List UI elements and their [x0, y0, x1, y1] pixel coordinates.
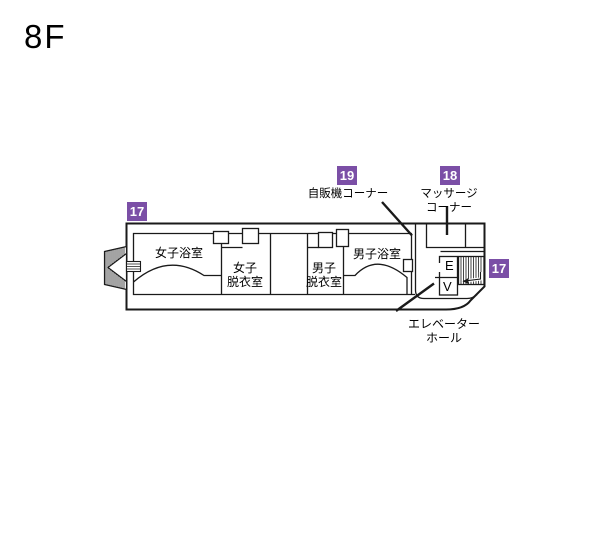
building-outline — [125, 222, 486, 311]
stairs-exterior — [103, 245, 142, 291]
mens-dressing-label-line2: 脱衣室 — [305, 275, 343, 290]
map-number-badge-19: 19 — [337, 166, 357, 185]
massage-corner-label-line1: マッサージ — [420, 188, 478, 200]
duct-box — [402, 258, 414, 273]
elevator-hall-label: エレベーター ホール — [408, 317, 480, 345]
duct-box — [317, 231, 334, 249]
womens-bath-label: 女子浴室 — [154, 246, 204, 260]
map-number-badge-18: 18 — [440, 166, 460, 185]
stairs-direction-arrow — [465, 272, 482, 282]
womens-bath-curve — [133, 264, 222, 283]
inner-walls — [132, 232, 415, 296]
floor-title: 8F — [24, 18, 67, 55]
mens-dressing-label-line1: 男子 — [311, 261, 337, 275]
womens-dressing-label-line2: 脱衣室 — [226, 275, 264, 290]
mens-dressing-label: 男子 脱衣室 — [306, 261, 342, 289]
elevator-door-gap — [438, 263, 441, 272]
womens-dressing-label-line1: 女子 — [232, 261, 258, 275]
elevator-letter-e: E — [445, 258, 454, 273]
stairs-interior — [457, 255, 485, 286]
elevator-hall-label-line1: エレベーター — [407, 317, 481, 331]
elevator-shaft — [438, 255, 459, 296]
elevator-letter-v: V — [443, 279, 452, 294]
duct-box — [212, 230, 230, 245]
map-number-badge-17-right: 17 — [489, 259, 509, 278]
duct-box — [241, 227, 260, 245]
duct-box — [335, 228, 350, 248]
elevator-hall-wall — [414, 223, 478, 300]
massage-corner-label: マッサージ コーナー — [420, 188, 477, 215]
massage-room — [425, 223, 485, 249]
elevator-hall-label-line2: ホール — [425, 331, 463, 346]
pointer-vending — [381, 201, 413, 237]
massage-corner-label-line2: コーナー — [426, 201, 472, 214]
mens-bath-curve — [343, 263, 408, 295]
womens-dressing-label: 女子 脱衣室 — [227, 261, 263, 289]
vending-corner-label: 自販機コーナー — [307, 188, 389, 200]
map-number-badge-17-left: 17 — [127, 202, 147, 221]
mens-bath-label: 男子浴室 — [352, 247, 402, 261]
pointer-elevator-hall — [395, 282, 435, 312]
